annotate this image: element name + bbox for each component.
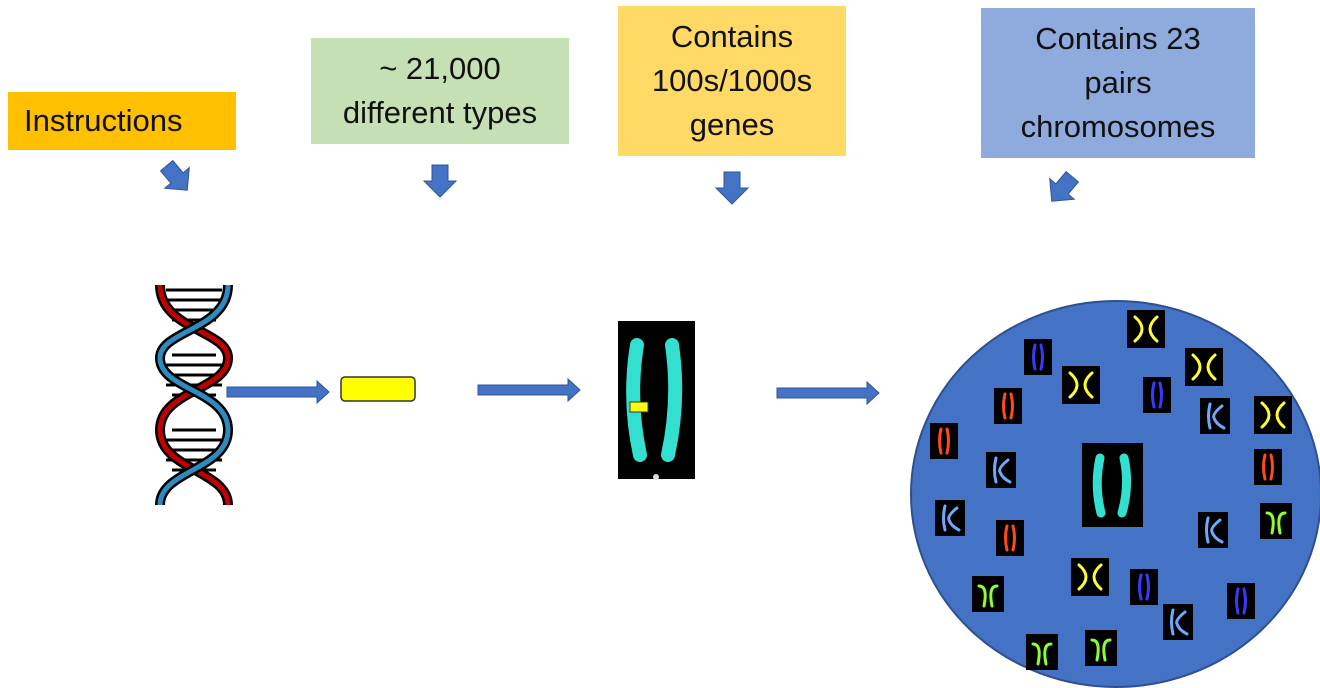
right-arrow-3 [776, 381, 880, 405]
label-chromosome-pairs: Contains 23 pairs chromosomes [981, 8, 1255, 158]
label-gene-types: ~ 21,000 different types [311, 38, 569, 144]
dna-helix-icon [154, 284, 234, 506]
down-arrow-1 [153, 154, 201, 202]
right-arrow-2 [477, 378, 581, 402]
down-arrow-4 [1038, 165, 1086, 213]
nucleus-center-chromosome [1082, 443, 1143, 527]
gene-icon [340, 376, 416, 402]
right-arrow-1 [226, 380, 330, 404]
chromosome-icon [618, 321, 695, 480]
label-chromosome-genes: Contains 100s/1000s genes [618, 6, 846, 156]
label-instructions: Instructions [8, 92, 236, 150]
down-arrow-3 [715, 171, 749, 205]
nucleus-icon [910, 300, 1320, 688]
down-arrow-2 [423, 164, 457, 198]
